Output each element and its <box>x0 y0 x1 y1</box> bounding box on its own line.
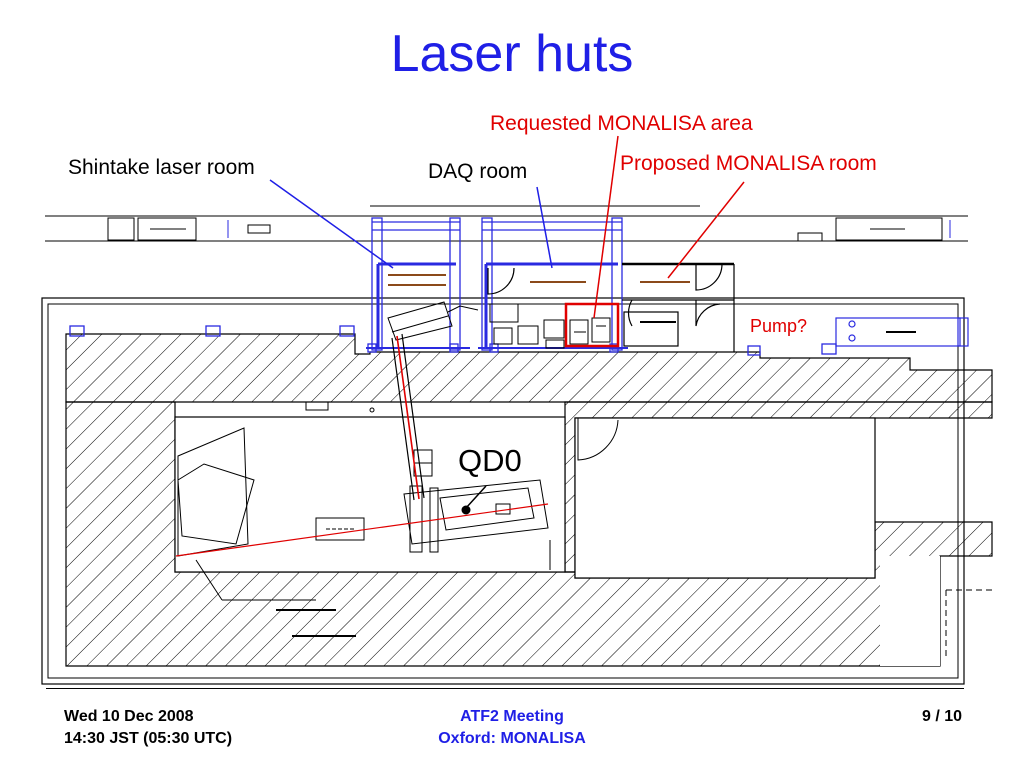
shintake-room-label: Shintake laser room <box>68 156 255 179</box>
pump-label: Pump? <box>750 316 808 336</box>
footer-meeting-name: ATF2 Meeting <box>460 708 564 725</box>
footer-location: Oxford: MONALISA <box>438 730 586 747</box>
requested-area-label: Requested MONALISA area <box>490 112 753 135</box>
proposed-room-outline <box>487 262 735 352</box>
upper-corridor <box>45 205 968 242</box>
laser-optics-table <box>177 401 375 637</box>
shelves <box>388 274 690 286</box>
inner-rooms <box>174 416 940 666</box>
footer-datetime: Wed 10 Dec 2008 14:30 JST (05:30 UTC) <box>64 706 232 750</box>
requested-area-box <box>564 302 620 348</box>
pump-equipment <box>835 317 969 347</box>
proposed-room-label: Proposed MONALISA room <box>620 152 877 175</box>
laser-transport <box>175 301 549 557</box>
footer-meeting: ATF2 Meeting Oxford: MONALISA <box>380 706 644 750</box>
footer-date: Wed 10 Dec 2008 <box>64 708 194 725</box>
footer-divider <box>46 688 964 689</box>
door-arc <box>549 418 992 660</box>
qd0-label: QD0 <box>458 443 522 478</box>
daq-room-label: DAQ room <box>428 160 528 183</box>
leader-lines <box>269 135 745 319</box>
footer-time: 14:30 JST (05:30 UTC) <box>64 730 233 747</box>
slide-title: Laser huts <box>390 25 634 83</box>
footer-page-number: 9 / 10 <box>921 708 962 725</box>
daq-equipment <box>489 303 611 349</box>
